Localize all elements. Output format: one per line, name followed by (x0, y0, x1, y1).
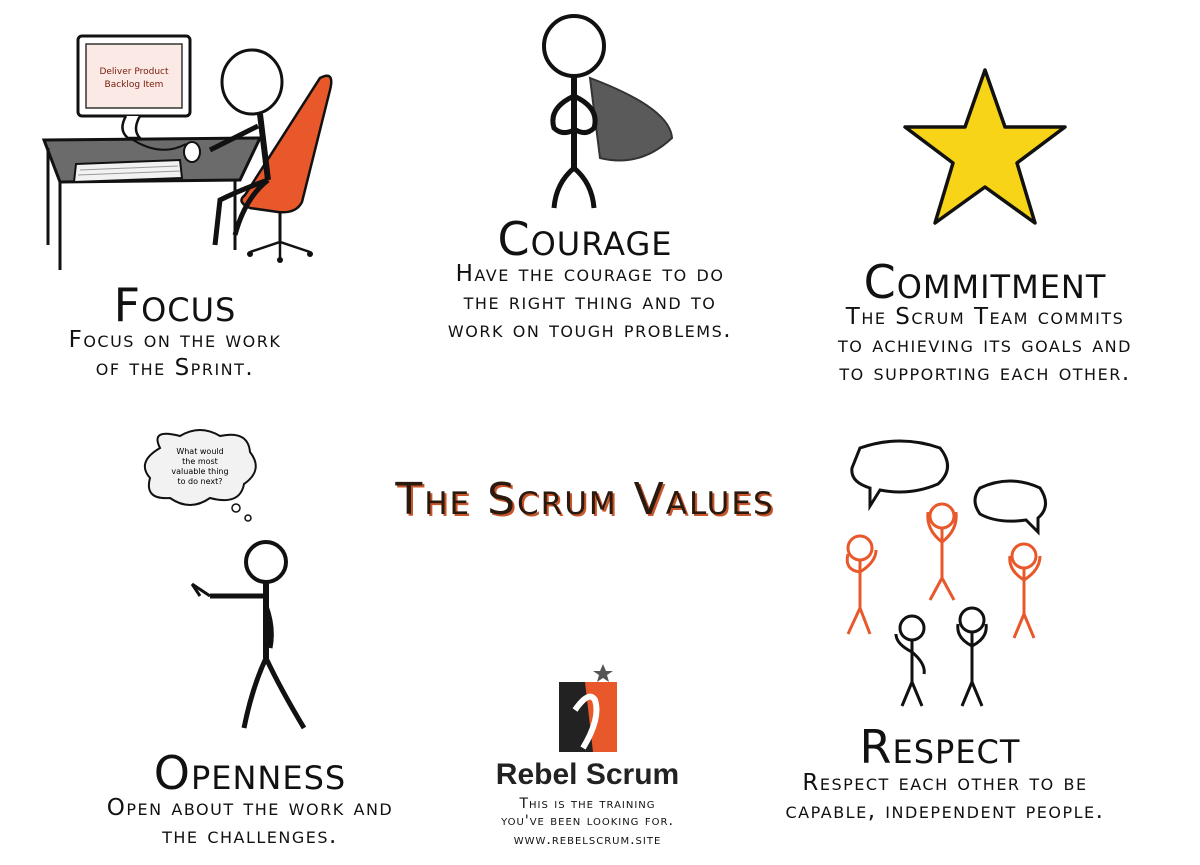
openness-desc-line-2: the challenges. (162, 823, 338, 849)
courage-title: Courage (497, 212, 673, 266)
thought-line-2: the most (182, 457, 218, 466)
brand-url[interactable]: www.rebelscrum.site (513, 832, 662, 848)
thought-line-4: to do next? (177, 477, 222, 486)
commitment-desc-line-1: The Scrum Team commits (845, 304, 1125, 330)
screen-text-1: Deliver Product (99, 67, 169, 77)
brand-name: Rebel Scrum (495, 758, 680, 791)
black-person-icon (894, 614, 926, 707)
thought-bubble-icon (143, 429, 257, 506)
commitment-desc-line-2: to achieving its goals and (838, 332, 1132, 358)
openness-illustration: What would the most valuable thing to do… (143, 429, 307, 730)
mouse-icon (183, 141, 201, 163)
courage-desc-line-1: Have the courage to do (455, 261, 725, 287)
focus-illustration: Deliver Product Backlog Item (41, 34, 333, 270)
openness-desc-line-1: Open about the work and (106, 795, 394, 821)
star-icon (903, 68, 1067, 225)
openness-title: Openness (153, 746, 347, 800)
orange-person-icon (845, 534, 878, 635)
speech-bubble-icon (850, 439, 949, 512)
commitment-title: Commitment (863, 255, 1107, 309)
orange-person-icon (926, 502, 958, 601)
commitment-desc-line-3: to supporting each other. (839, 360, 1131, 386)
rebel-scrum-logo-icon (559, 664, 617, 752)
courage-desc-line-2: the right thing and to (463, 289, 717, 315)
courage-illustration (542, 14, 674, 209)
person-head (220, 48, 284, 116)
brand-tagline-1: This is the training (519, 796, 656, 812)
focus-desc-line-2: of the Sprint. (95, 355, 255, 381)
cape-icon (588, 76, 674, 162)
speech-bubble-icon (973, 479, 1047, 536)
brand-tagline-2: you've been looking for. (501, 813, 674, 829)
thought-line-1: What would (176, 447, 223, 456)
focus-title: Focus (113, 278, 237, 332)
chair-icon (240, 74, 333, 214)
main-title: The Scrum Values (395, 474, 775, 525)
hero-head (542, 14, 606, 78)
keyboard-icon (72, 158, 184, 184)
respect-desc-line-2: capable, independent people. (785, 798, 1105, 824)
screen-text-2: Backlog Item (105, 80, 164, 90)
focus-desc-line-1: Focus on the work (68, 327, 282, 353)
respect-illustration (845, 439, 1047, 707)
orange-person-icon (1008, 542, 1042, 639)
person-head (244, 540, 288, 584)
courage-desc-line-3: work on tough problems. (447, 317, 733, 343)
respect-desc-line-1: Respect each other to be (802, 770, 1088, 796)
respect-title: Respect (859, 720, 1021, 774)
thought-line-3: valuable thing (171, 467, 228, 476)
black-person-icon (956, 606, 988, 707)
